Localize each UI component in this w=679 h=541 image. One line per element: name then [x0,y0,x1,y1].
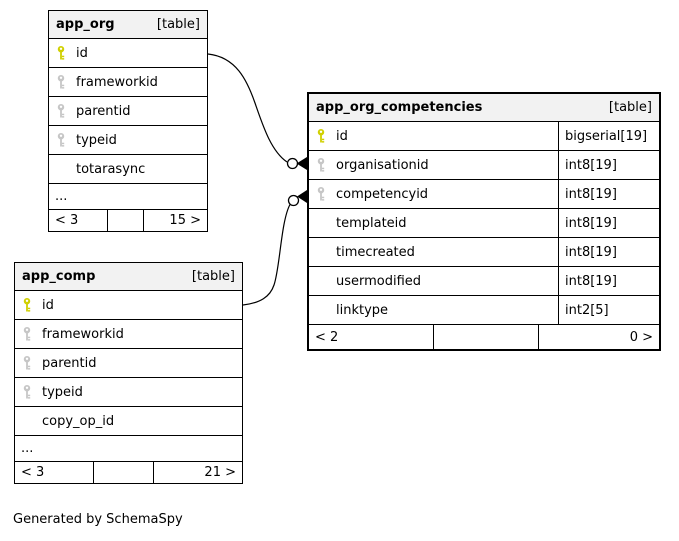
foreign-key-icon [22,384,34,400]
column-name: organisationid [336,157,429,173]
footer-right-count: 21 > [153,462,242,483]
table-row: frameworkid [49,68,207,97]
edge-app-comp-to-competencyid [242,190,307,306]
foreign-key-icon [22,326,34,342]
foreign-key-icon [56,74,68,90]
table-type-badge: [table] [191,269,235,284]
foreign-key-icon [56,132,68,148]
table-footer: < 2 0 > [309,325,659,349]
column-name: usermodified [336,273,422,289]
column-type: int8[19] [558,267,659,295]
column-name: totarasync [76,161,146,177]
column-name: frameworkid [42,326,124,342]
column-name: competencyid [336,186,429,202]
column-name: frameworkid [76,74,158,90]
table-app-comp[interactable]: app_comp [table] id frameworkid parentid… [14,262,243,484]
table-name: app_org [56,17,115,32]
table-footer: < 3 21 > [15,462,242,483]
column-type: int8[19] [558,238,659,266]
column-type: int8[19] [558,151,659,179]
table-row: timecreated int8[19] [309,238,659,267]
table-row: parentid [49,97,207,126]
hidden-columns-ellipsis: ... [15,436,242,462]
column-type: bigserial[19] [558,122,659,150]
table-row: organisationid int8[19] [309,151,659,180]
column-name: linktype [336,302,389,318]
footer-left-count: < 2 [315,329,339,345]
table-row: typeid [49,126,207,155]
column-type: int8[19] [558,180,659,208]
column-name: typeid [42,384,83,400]
column-name: parentid [76,103,131,119]
table-type-badge: [table] [156,17,200,32]
table-row: frameworkid [15,320,242,349]
primary-key-icon [56,45,68,61]
hidden-columns-ellipsis: ... [49,184,207,210]
table-header[interactable]: app_comp [table] [15,263,242,291]
table-name: app_org_competencies [316,100,483,115]
foreign-key-icon [22,355,34,371]
table-footer: < 3 15 > [49,210,207,231]
foreign-key-icon [316,157,328,173]
column-name: typeid [76,132,117,148]
table-app-org[interactable]: app_org [table] id frameworkid parentid … [48,10,208,232]
footer-left-count: < 3 [21,465,45,480]
zero-cardinality-circle [286,157,299,170]
table-type-badge: [table] [608,100,652,115]
column-name: parentid [42,355,97,371]
column-type: int8[19] [558,209,659,237]
edge-app-org-to-organisationid [207,53,307,170]
column-name: timecreated [336,244,415,260]
fk-arrowhead [297,190,307,203]
generated-by-credit: Generated by SchemaSpy [13,512,183,527]
footer-middle-cell [107,210,143,231]
foreign-key-icon [316,186,328,202]
footer-right-count: 0 > [538,325,659,349]
footer-middle-cell [93,462,153,483]
table-row: usermodified int8[19] [309,267,659,296]
primary-key-icon [22,297,34,313]
table-row: id bigserial[19] [309,122,659,151]
column-name: copy_op_id [42,413,115,429]
table-name: app_comp [22,269,96,284]
table-row: id [49,39,207,68]
foreign-key-icon [56,103,68,119]
footer-left-count: < 3 [55,213,79,228]
table-row: parentid [15,349,242,378]
table-row: totarasync [49,155,207,184]
column-name: id [76,45,88,61]
fk-arrowhead [296,157,307,170]
table-row: linktype int2[5] [309,296,659,325]
table-row: typeid [15,378,242,407]
footer-right-count: 15 > [143,210,207,231]
table-row: templateid int8[19] [309,209,659,238]
column-name: id [336,128,348,144]
table-row: copy_op_id [15,407,242,436]
table-app-org-competencies[interactable]: app_org_competencies [table] id bigseria… [307,92,661,351]
table-header[interactable]: app_org_competencies [table] [309,94,659,122]
zero-cardinality-circle [287,194,300,207]
table-header[interactable]: app_org [table] [49,11,207,39]
primary-key-icon [316,128,328,144]
column-name: id [42,297,54,313]
column-name: templateid [336,215,407,231]
footer-middle-cell [433,325,538,349]
table-row: competencyid int8[19] [309,180,659,209]
table-row: id [15,291,242,320]
column-type: int2[5] [558,296,659,324]
